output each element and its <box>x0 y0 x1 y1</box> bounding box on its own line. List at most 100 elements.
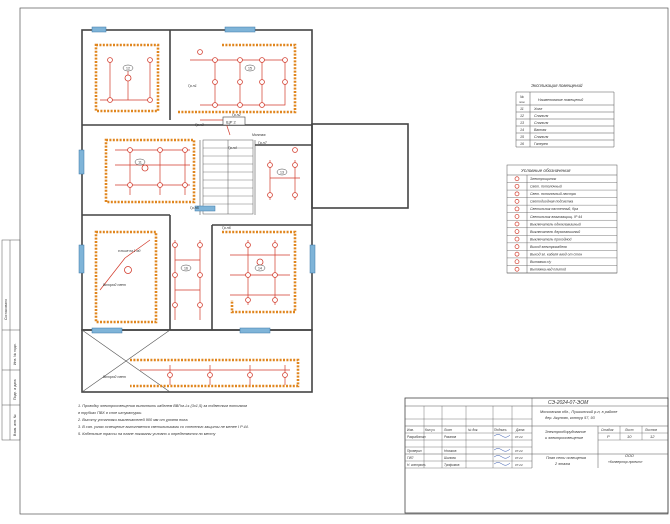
lamps <box>107 49 298 378</box>
address-line: дер. Акулово, контур 57, 93 <box>545 416 596 420</box>
legend-symbol-icon <box>514 191 520 197</box>
row-no: 13 <box>520 121 524 125</box>
sheet-title-line: 2 этажа <box>554 462 570 466</box>
note-line: 1. Проводку электроосвещения выполнить к… <box>78 404 247 408</box>
sheets-header: Листов <box>644 428 657 432</box>
led-strip <box>104 138 196 204</box>
legend-title: Условные обозначения <box>521 168 571 173</box>
row-name: Холл <box>533 107 542 111</box>
project-line: и электроосвещение <box>545 436 583 440</box>
room-tag: 13 <box>280 171 284 175</box>
row-name: Спальня <box>534 114 548 118</box>
role-name: ГИП <box>407 456 414 460</box>
org-line: ООО <box>625 454 634 458</box>
legend-symbol-icon <box>514 183 520 189</box>
role-header: Дата <box>515 428 525 432</box>
row-name: Ванная <box>534 128 546 132</box>
group-label: Гр.н6 <box>222 226 231 230</box>
sheet-value: 10 <box>627 434 632 439</box>
legend-symbol-icon <box>514 229 520 234</box>
window <box>78 149 85 175</box>
room-tag: 16 <box>184 267 188 271</box>
group-label: Гр.н3 <box>195 123 204 127</box>
legend-symbol-icon <box>514 251 520 257</box>
room-tags: 12 15 11 13 14 16 <box>122 64 288 272</box>
second-light-label: Второй свет <box>103 283 126 287</box>
notes: 1. Проводку электроосвещения выполнить к… <box>77 404 249 436</box>
person-name: Новиков <box>444 449 457 453</box>
legend-symbol-icon <box>514 244 520 249</box>
room-tag: 11 <box>138 161 142 165</box>
panel-label: ЩР 2 <box>226 120 237 125</box>
window <box>194 205 216 212</box>
sheet-header: Лист <box>624 428 634 432</box>
wall-note: в нише на 1 м0 <box>118 249 141 253</box>
legend-item-label: Электрощиток <box>530 177 557 181</box>
led-strip <box>94 230 158 324</box>
address-line: Московская обл., Пушкинский р-н, в район… <box>540 410 617 414</box>
legend-item-label: Выключатель двухклавишный <box>530 230 580 234</box>
legend-symbol-icon <box>514 206 520 212</box>
electrical-panel <box>222 116 246 126</box>
legend-item-label: Вытяжка над плитой <box>530 268 566 272</box>
stage-value: Р <box>607 434 610 439</box>
note-line: 5. Кабельные трассы на плане показаны ус… <box>78 432 216 436</box>
header-no-sub: пом. <box>519 100 525 104</box>
person-name: Трофимов <box>444 463 460 467</box>
window <box>91 327 123 334</box>
doc-code: СЭ-2024-07-ЭОМ <box>548 400 589 406</box>
org-line: «Конвертор проект» <box>608 460 643 464</box>
room-tag: 14 <box>258 267 262 271</box>
room-tag: 12 <box>126 67 130 71</box>
legend-item-label: Светильник настенный, бра <box>530 207 578 211</box>
legend-symbol-icon <box>514 236 520 242</box>
left-strip: Согласовано Инв. № подл. Подп. и дата Вз… <box>1 239 21 441</box>
person-name: Рязанов <box>444 435 457 439</box>
led-strip <box>178 43 297 114</box>
row-name: Спальня <box>534 121 548 125</box>
sign-date: 07.24 <box>515 456 523 460</box>
role-header: Кол.уч. <box>425 428 436 432</box>
row-name: Галерея <box>534 142 548 146</box>
sign-date: 07.24 <box>515 463 523 467</box>
role-name: Проверил <box>407 449 422 453</box>
row-no: 11 <box>520 107 524 111</box>
legend-symbol-icon <box>514 259 520 265</box>
explication-table: Экспликация помещений № пом. Наименовани… <box>515 83 615 148</box>
stage-header: Стадия <box>601 428 614 432</box>
header-no: № <box>520 95 524 99</box>
legend-item-label: Светодиодная подсветка <box>530 200 573 204</box>
note-line: в трубках ПВХ в слое штукатурки. <box>78 411 142 415</box>
group-label: Гр.н5 <box>190 206 199 210</box>
sign-date: 07.24 <box>515 435 523 439</box>
signature <box>493 462 511 466</box>
window <box>78 244 85 274</box>
signature <box>493 455 511 459</box>
strip-inv: Инв. № подл. <box>13 343 17 365</box>
group-labels: Гр.н1 Гр.н2 Гр.н3 Гр.н4 Гр.н5 Гр.н6 Гр.н… <box>188 84 268 230</box>
row-no: 15 <box>520 135 524 139</box>
sheets-value: 12 <box>650 434 655 439</box>
strip-sign: Подп. и дата <box>13 379 17 400</box>
signature <box>493 448 511 452</box>
legend-item-label: Выключатель проходной <box>530 237 572 241</box>
legend-item-label: Выключатель одноклавишный <box>530 222 581 226</box>
panel-note: Монтаж <box>252 133 266 137</box>
role-name: Н. контроль <box>407 463 426 467</box>
person-name: Шилова <box>444 456 456 460</box>
wiring <box>99 59 300 385</box>
project-line: Электрооборудование <box>545 430 586 434</box>
second-light-label: Второй свет <box>103 375 126 379</box>
note-line: 3. В сан. узлах освещение выполняется св… <box>78 425 249 429</box>
header-name: Наименование помещений <box>538 98 583 102</box>
note-line: 2. Высоту установки выключателей 900 мм … <box>77 418 188 422</box>
led-strip <box>94 43 160 113</box>
explication-title: Экспликация помещений <box>531 83 583 88</box>
room-tag: 15 <box>248 67 252 71</box>
stair <box>202 139 254 215</box>
role-header: Изм. <box>407 428 414 432</box>
legend-symbol-icon <box>514 214 520 219</box>
legend-symbol-icon <box>514 199 520 204</box>
strip-replace: Взам. инв. № <box>13 414 17 436</box>
